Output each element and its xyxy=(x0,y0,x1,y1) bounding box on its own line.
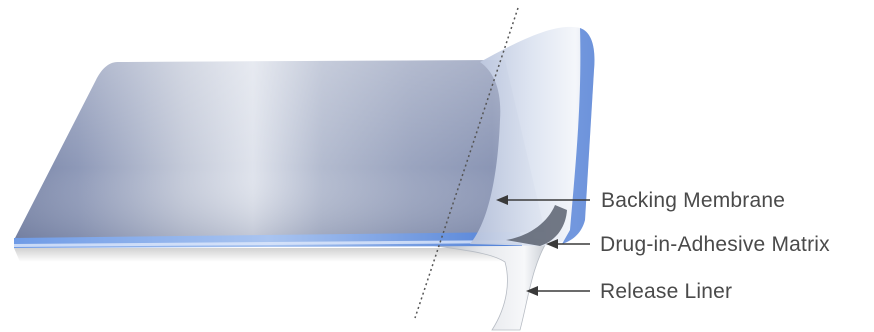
label-backing-membrane: Backing Membrane xyxy=(601,189,786,212)
arrow-drug-in-adhesive-matrix xyxy=(546,239,590,249)
backing-membrane-peel xyxy=(470,26,595,247)
arrow-backing-membrane xyxy=(496,195,590,205)
arrow-release-liner xyxy=(526,286,590,296)
backing-membrane-sheen xyxy=(14,60,545,240)
patch-shadow xyxy=(14,248,540,262)
adhesive-matrix-curl xyxy=(506,205,567,246)
backing-membrane-peel-edge xyxy=(562,28,595,244)
patch-edge-highlight xyxy=(14,240,522,247)
label-drug-in-adhesive-matrix: Drug-in-Adhesive Matrix xyxy=(600,233,830,256)
label-release-liner: Release Liner xyxy=(600,280,733,303)
